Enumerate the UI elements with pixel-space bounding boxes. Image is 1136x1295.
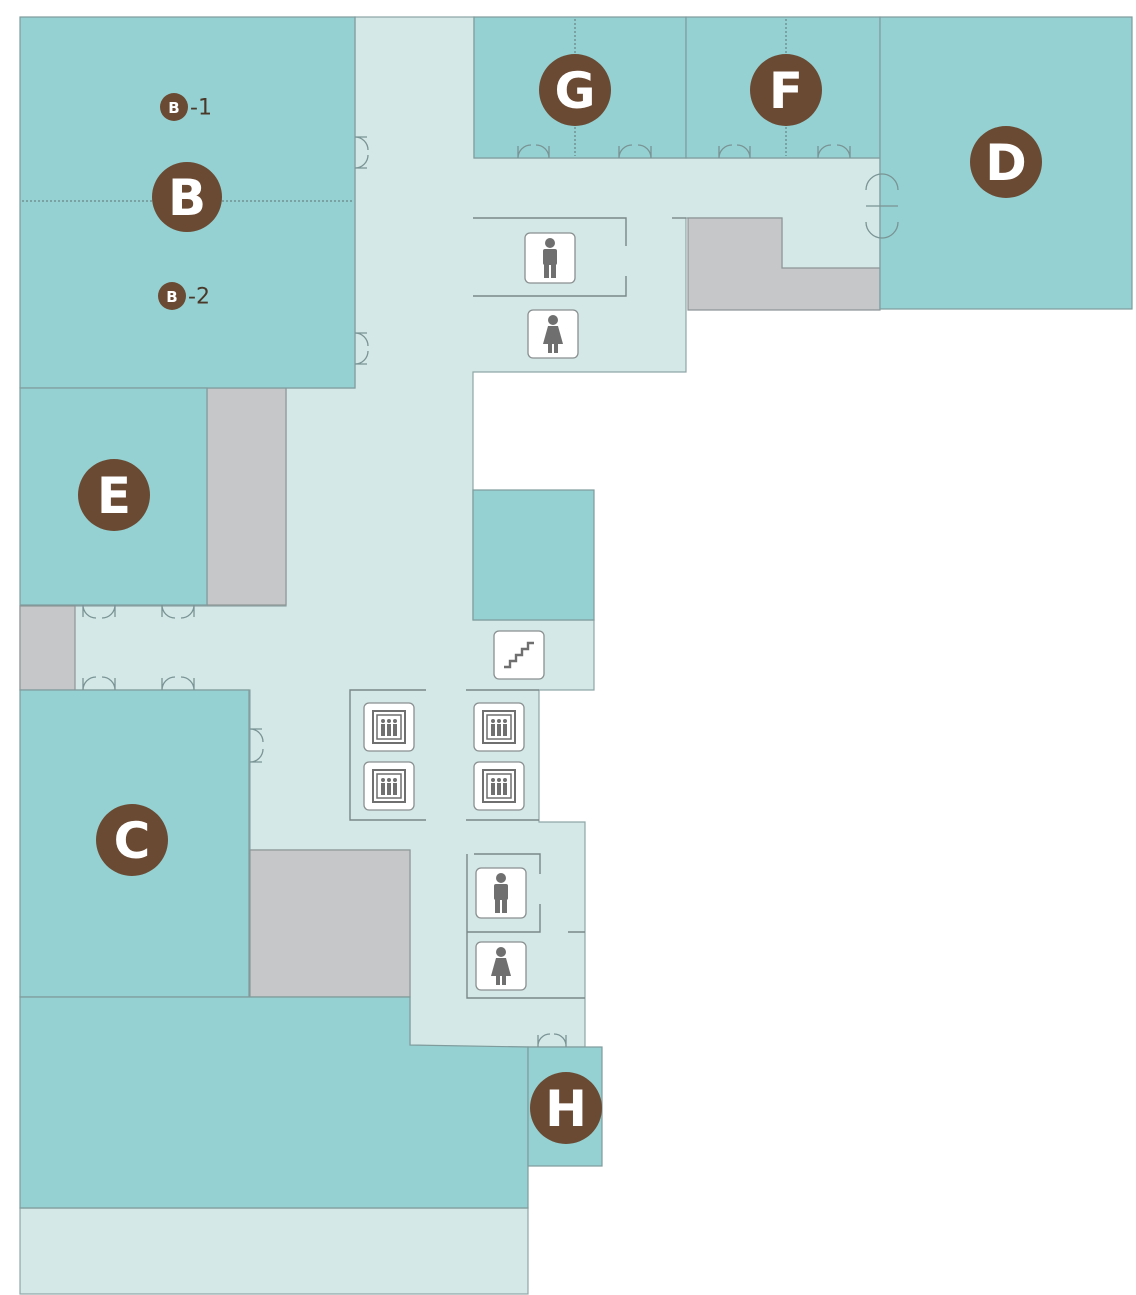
room-h-badge[interactable]: H — [530, 1072, 602, 1144]
elevator-icon[interactable] — [473, 761, 525, 811]
svg-text:B: B — [168, 99, 179, 117]
svg-text:F: F — [769, 62, 803, 120]
room-g-badge[interactable]: G — [539, 54, 611, 126]
door-e-right[interactable] — [161, 604, 195, 619]
doors — [82, 136, 899, 1048]
partitions — [349, 217, 686, 999]
mens-restroom-icon[interactable] — [524, 232, 576, 284]
door-h[interactable] — [537, 1033, 567, 1048]
corridor-bottom-strip — [19, 1207, 529, 1295]
door-c[interactable] — [249, 728, 264, 763]
door-c-top-left[interactable] — [82, 676, 116, 691]
room-f-badge[interactable]: F — [750, 54, 822, 126]
door-b-upper[interactable] — [354, 136, 369, 169]
svg-text:B: B — [168, 169, 206, 227]
svg-text:D: D — [985, 134, 1027, 192]
room-b2-label: B -2 — [158, 282, 210, 310]
elevator-icon[interactable] — [363, 761, 415, 811]
corridors — [19, 16, 881, 1295]
door-f-right[interactable] — [817, 144, 851, 159]
door-b-lower[interactable] — [354, 332, 369, 365]
room-e-badge[interactable]: E — [78, 459, 150, 531]
womens-restroom-icon[interactable] — [527, 309, 579, 359]
room-c-badge[interactable]: C — [96, 804, 168, 876]
svg-text:E: E — [97, 467, 131, 525]
womens-restroom-icon[interactable] — [475, 941, 527, 991]
svg-text:-1: -1 — [190, 96, 212, 121]
svg-text:H: H — [545, 1080, 587, 1138]
elevator-icon[interactable] — [473, 702, 525, 752]
room-d-badge[interactable]: D — [970, 126, 1042, 198]
service-area-west — [19, 605, 76, 691]
svg-text:-2: -2 — [188, 285, 210, 310]
service-area-c — [249, 849, 411, 998]
door-e-left[interactable] — [82, 604, 116, 619]
svg-text:G: G — [554, 62, 595, 120]
rooms — [19, 16, 1133, 1209]
svg-text:B: B — [166, 288, 177, 306]
mens-restroom-icon[interactable] — [475, 867, 527, 919]
room-b1-label: B -1 — [160, 93, 212, 121]
door-f-left[interactable] — [718, 144, 751, 159]
door-g-left[interactable] — [517, 144, 550, 159]
room-b-badge[interactable]: B — [152, 162, 222, 232]
facilities — [363, 232, 579, 991]
service-area-e — [206, 387, 287, 606]
door-c-top-right[interactable] — [161, 676, 195, 691]
room-labels: B B -1 B -2 C D E F G — [78, 54, 1042, 1144]
room-unlabeled[interactable] — [472, 489, 595, 621]
door-d[interactable] — [865, 173, 899, 239]
service-areas — [19, 217, 881, 998]
svg-text:C: C — [114, 812, 151, 870]
elevator-icon[interactable] — [363, 702, 415, 752]
stairs-icon[interactable] — [493, 630, 545, 680]
door-g-right[interactable] — [618, 144, 652, 159]
